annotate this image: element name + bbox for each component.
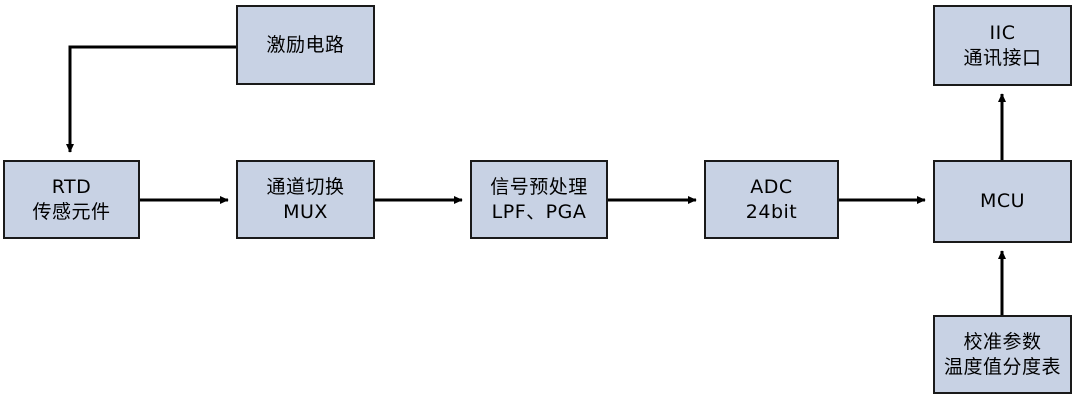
node-adc[interactable]: ADC 24bit xyxy=(704,160,839,239)
node-channel-mux-line2: MUX xyxy=(283,200,328,223)
node-mcu-line1: MCU xyxy=(979,190,1026,213)
node-excitation-circuit-line1: 激励电路 xyxy=(266,33,345,56)
node-adc-line1: ADC xyxy=(750,175,793,198)
node-excitation-circuit[interactable]: 激励电路 xyxy=(236,5,375,85)
node-rtd-sensor-line2: 传感元件 xyxy=(32,200,111,223)
node-calibration-table-line1: 校准参数 xyxy=(963,330,1042,353)
node-signal-preprocessing-line1: 信号预处理 xyxy=(490,175,588,198)
connector-excitation-to-rtd xyxy=(65,45,236,153)
node-rtd-sensor[interactable]: RTD 传感元件 xyxy=(3,160,140,239)
node-adc-line2: 24bit xyxy=(745,200,798,223)
node-calibration-table[interactable]: 校准参数 温度值分度表 xyxy=(933,315,1072,394)
node-iic-interface-line2: 通讯接口 xyxy=(963,46,1042,69)
node-channel-mux-line1: 通道切换 xyxy=(266,175,345,198)
node-calibration-table-line2: 温度值分度表 xyxy=(943,355,1061,378)
node-iic-interface-line1: IIC xyxy=(989,21,1016,44)
node-channel-mux[interactable]: 通道切换 MUX xyxy=(236,160,375,239)
node-iic-interface[interactable]: IIC 通讯接口 xyxy=(933,5,1072,86)
node-signal-preprocessing[interactable]: 信号预处理 LPF、PGA xyxy=(470,160,608,239)
node-signal-preprocessing-line2: LPF、PGA xyxy=(491,200,587,223)
node-rtd-sensor-line1: RTD xyxy=(51,175,92,198)
node-mcu[interactable]: MCU xyxy=(933,160,1072,243)
